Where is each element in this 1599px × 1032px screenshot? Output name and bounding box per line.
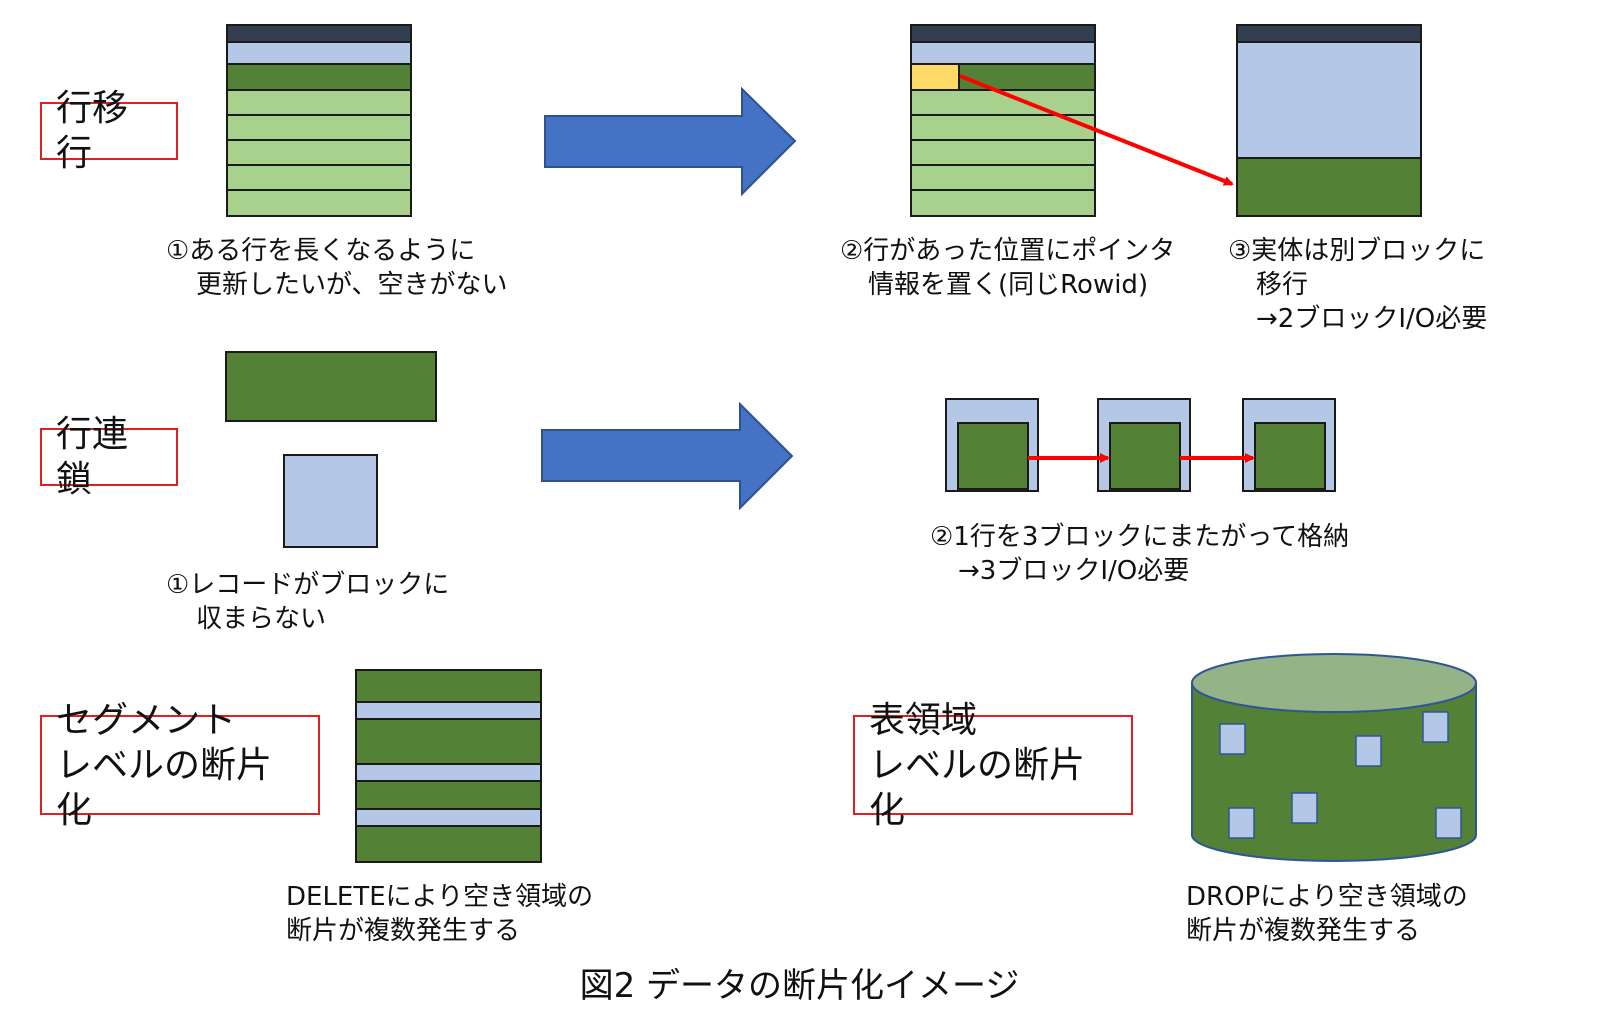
row-migration-label: 行移行 bbox=[40, 88, 178, 174]
caption-line: ②行があった位置にポインタ bbox=[840, 236, 1176, 266]
tablespace-cylinder bbox=[1191, 653, 1477, 862]
free-fragment bbox=[357, 765, 540, 782]
tablespace-label-line2: レベルの断片化 bbox=[869, 744, 1086, 831]
small-block bbox=[283, 454, 378, 548]
free-fragment bbox=[357, 703, 540, 720]
tablespace-fragmentation-label: 表領域 レベルの断片化 bbox=[853, 700, 1133, 831]
segment-blocks bbox=[355, 669, 542, 863]
tablespace-label-line1: 表領域 bbox=[869, 699, 978, 741]
caption-line: ①レコードがブロックに bbox=[166, 570, 450, 600]
row-chaining-step1-caption: ①レコードがブロックに 収まらない bbox=[166, 568, 449, 636]
free-fragment bbox=[1435, 807, 1462, 839]
transition-arrow-icon bbox=[541, 401, 794, 511]
row bbox=[912, 141, 1094, 166]
free-fragment bbox=[1219, 723, 1246, 755]
row bbox=[912, 191, 1094, 217]
caption-line: 情報を置く(同じRowid) bbox=[868, 270, 1149, 300]
caption-line: DELETEにより空き領域の bbox=[286, 882, 594, 912]
chained-block-2 bbox=[1097, 398, 1191, 492]
figure-title: 図2 データの断片化イメージ bbox=[579, 966, 1020, 1006]
transition-arrow-icon bbox=[544, 86, 797, 197]
row-migration-step2-caption: ②行があった位置にポインタ 情報を置く(同じRowid) bbox=[840, 234, 1175, 302]
block-header bbox=[912, 26, 1094, 43]
free-fragment bbox=[1422, 711, 1449, 743]
row-chaining-step2-caption: ②1行を3ブロックにまたがって格納 →3ブロックI/O必要 bbox=[930, 520, 1349, 588]
free-fragment bbox=[1355, 735, 1382, 767]
long-record bbox=[225, 351, 437, 422]
row-migration-label-text: 行移行 bbox=[56, 88, 129, 174]
free-fragment bbox=[357, 810, 540, 827]
caption-line: 断片が複数発生する bbox=[286, 916, 521, 946]
row bbox=[912, 116, 1094, 141]
row bbox=[228, 191, 410, 217]
used-extent bbox=[357, 782, 540, 810]
row bbox=[912, 166, 1094, 191]
free-fragment bbox=[1228, 807, 1255, 839]
used-extent bbox=[357, 671, 540, 703]
caption-line: ①ある行を長くなるように bbox=[166, 236, 476, 266]
used-extent bbox=[357, 720, 540, 765]
row-migration-other-block bbox=[1236, 24, 1422, 217]
pointer-info bbox=[912, 65, 960, 89]
row-migration-step1-caption: ①ある行を長くなるように 更新したいが、空きがない bbox=[166, 234, 507, 302]
caption-line: 移行 bbox=[1256, 270, 1309, 300]
row-migration-step3-caption: ③実体は別ブロックに 移行 →2ブロックI/O必要 bbox=[1228, 234, 1487, 336]
row-pointer-arrow bbox=[959, 74, 1234, 186]
caption-line: 更新したいが、空きがない bbox=[196, 270, 508, 300]
caption-line: ②1行を3ブロックにまたがって格納 bbox=[930, 522, 1350, 552]
chained-block-3 bbox=[1242, 398, 1336, 492]
row-migration-block-before bbox=[226, 24, 412, 217]
tablespace-fragmentation-caption: DROPにより空き領域の 断片が複数発生する bbox=[1186, 880, 1468, 948]
row bbox=[228, 91, 410, 116]
caption-line: →2ブロックI/O必要 bbox=[1256, 304, 1488, 334]
row-piece bbox=[1254, 422, 1326, 490]
segment-label-line2: レベルの断片化 bbox=[56, 744, 273, 831]
free-fragment bbox=[1291, 792, 1318, 824]
caption-line: ③実体は別ブロックに bbox=[1228, 236, 1486, 266]
caption-line: →3ブロックI/O必要 bbox=[958, 556, 1190, 586]
segment-label-line1: セグメント bbox=[56, 699, 237, 741]
block-free-space bbox=[228, 43, 410, 65]
caption-line: 断片が複数発生する bbox=[1186, 916, 1421, 946]
row-chaining-label-text: 行連鎖 bbox=[56, 414, 129, 500]
caption-line: 収まらない bbox=[196, 604, 327, 634]
block-free-space bbox=[1238, 43, 1420, 159]
row bbox=[228, 141, 410, 166]
segment-fragmentation-label: セグメント レベルの断片化 bbox=[40, 700, 320, 831]
row-chaining-label: 行連鎖 bbox=[40, 414, 178, 500]
row bbox=[228, 166, 410, 191]
updated-row bbox=[228, 65, 410, 91]
migrated-row-body bbox=[1238, 159, 1420, 217]
caption-line: DROPにより空き領域の bbox=[1186, 882, 1468, 912]
block-free-space bbox=[912, 43, 1094, 65]
block-header bbox=[1238, 26, 1420, 43]
chained-block-1 bbox=[945, 398, 1039, 492]
block-header bbox=[228, 26, 410, 43]
row bbox=[228, 116, 410, 141]
segment-fragmentation-caption: DELETEにより空き領域の 断片が複数発生する bbox=[286, 880, 593, 948]
migrated-row-slot bbox=[912, 65, 1094, 91]
used-extent bbox=[357, 827, 540, 863]
row-migration-block-after bbox=[910, 24, 1096, 217]
row-piece bbox=[1109, 422, 1181, 490]
